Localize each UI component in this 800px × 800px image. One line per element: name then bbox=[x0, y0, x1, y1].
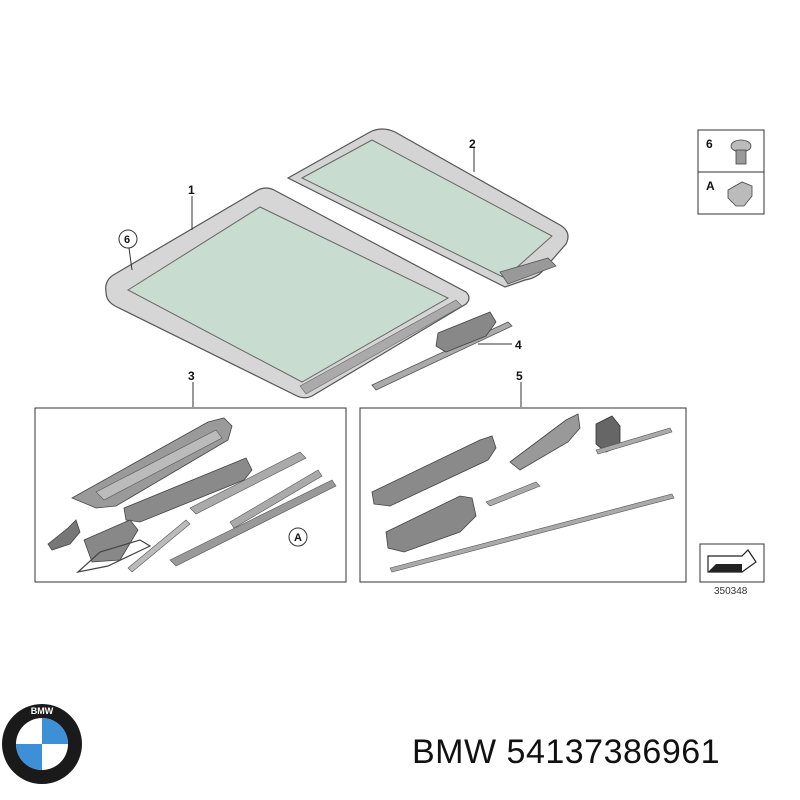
callout-1: 1 bbox=[188, 183, 195, 197]
clip-icon bbox=[727, 181, 753, 207]
callout-6-circle: 6 bbox=[118, 229, 138, 249]
brand-name: BMW bbox=[412, 733, 497, 771]
hardware-legend: 6 A bbox=[697, 129, 765, 215]
reference-box: 350348 bbox=[699, 543, 765, 597]
leader-lines bbox=[128, 148, 522, 407]
box-5-mechanism bbox=[359, 407, 687, 583]
part-caption: BMW 54137386961 bbox=[412, 733, 720, 772]
bmw-logo: BMW bbox=[2, 704, 82, 784]
part-2-rear-glass bbox=[286, 128, 569, 288]
callout-6: 6 bbox=[124, 234, 130, 246]
part-number: 54137386961 bbox=[506, 733, 721, 771]
callout-3: 3 bbox=[188, 369, 195, 383]
box-3-guide-rails: A bbox=[34, 407, 347, 583]
callout-a: A bbox=[294, 532, 302, 544]
part-4-rail bbox=[371, 311, 513, 391]
screw-icon bbox=[730, 139, 752, 165]
reference-number: 350348 bbox=[714, 586, 748, 597]
bmw-logo-text: BMW bbox=[31, 706, 54, 716]
part-1-front-glass bbox=[105, 187, 470, 399]
callout-2: 2 bbox=[469, 137, 476, 151]
legend-label-6: 6 bbox=[706, 137, 713, 151]
legend-label-a: A bbox=[706, 179, 715, 193]
callout-5: 5 bbox=[516, 369, 523, 383]
callout-4: 4 bbox=[515, 338, 522, 352]
